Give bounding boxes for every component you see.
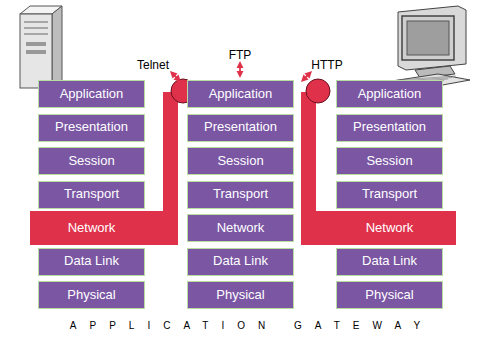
osi-layer-box: Physical [38,281,145,309]
osi-layer-box: Data Link [336,248,443,276]
protocol-label: FTP [215,48,265,62]
layer-name: Network [366,221,414,235]
layer-name: Physical [216,288,264,302]
layer-name: Session [366,154,412,168]
layer-name: Transport [362,187,417,201]
layer-name: Presentation [204,120,277,134]
osi-layer-box: Presentation [336,114,443,142]
layer-name: Transport [64,187,119,201]
layer-name: Application [60,87,124,101]
gateway-path [30,79,456,245]
osi-layer-box: Network [38,214,145,242]
layer-name: Physical [67,288,115,302]
osi-layer-box: Physical [336,281,443,309]
osi-layer-box: Session [187,147,294,175]
osi-layer-box: Transport [187,181,294,209]
osi-layer-box: Network [336,214,443,242]
layer-name: Transport [213,187,268,201]
layer-name: Data Link [362,254,417,268]
layer-name: Session [68,154,114,168]
layer-name: Network [68,221,116,235]
osi-layer-box: Application [336,80,443,108]
layer-name: Network [217,221,265,235]
osi-layer-box: Application [38,80,145,108]
osi-layer-box: Transport [38,181,145,209]
layer-name: Data Link [64,254,119,268]
osi-layer-box: Presentation [187,114,294,142]
layer-name: Application [209,87,273,101]
layer-name: Data Link [213,254,268,268]
osi-layer-box: Application [187,80,294,108]
osi-layer-box: Data Link [38,248,145,276]
protocol-label: HTTP [302,58,352,72]
osi-layer-box: Session [38,147,145,175]
layer-name: Session [217,154,263,168]
layer-name: Application [358,87,422,101]
server-icon [20,6,62,88]
osi-layer-box: Presentation [38,114,145,142]
layer-name: Physical [365,288,413,302]
osi-layer-box: Transport [336,181,443,209]
protocol-arrows [172,64,310,80]
osi-layer-box: Physical [187,281,294,309]
osi-layer-box: Data Link [187,248,294,276]
diagram-caption-label: APPLICATION GATEWAY [0,320,490,331]
protocol-label: Telnet [128,58,178,72]
layer-name: Presentation [55,120,128,134]
osi-layer-box: Session [336,147,443,175]
layer-name: Presentation [353,120,426,134]
osi-layer-box: Network [187,214,294,242]
